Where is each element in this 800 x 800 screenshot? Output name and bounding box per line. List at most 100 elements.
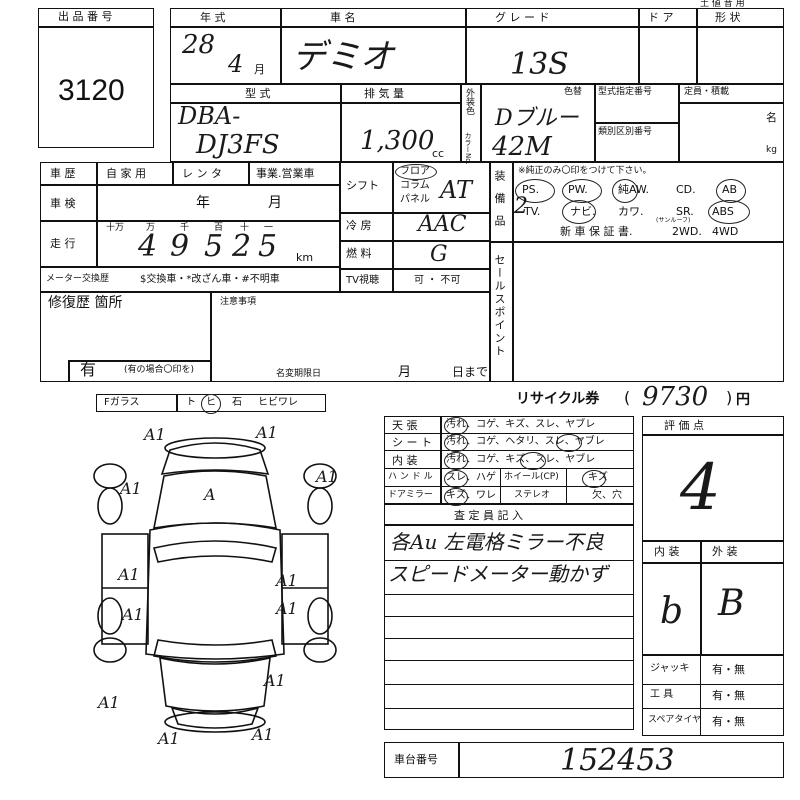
tool-value-spare: 有・無 [712,715,745,728]
equipment-box [490,162,784,242]
exterior-color-label: 外装色 [464,88,474,115]
ceiling-values: 汚れ、コゲ、キズ、スレ、ヤブレ [446,419,596,430]
rating-interior-label: 内 装 [654,545,680,558]
shift-value: AT [440,176,473,204]
glass-option: 石 [232,397,242,408]
car-name-label: 車 名 [330,11,356,24]
mileage-digit: 5 [258,229,278,264]
model-box [170,84,784,162]
tool-value-tools: 有・無 [712,689,745,702]
month-unit: 月 [254,63,265,76]
ac-value: AAC [418,212,467,237]
type-designation-label: 型式指定番号 [598,87,653,97]
lot-number-box [38,8,154,148]
interior-table [384,416,634,504]
door-label: ド ア [648,11,674,24]
tool-value-jack: 有・無 [712,663,745,676]
model-prefix: DBA- [178,102,241,130]
history-box [40,162,340,292]
interior-label: 内 装 [392,454,418,467]
chassis-label: 車台番号 [394,753,438,766]
shift-option-column: コラム [400,180,430,191]
model-code: DJ3FS [196,130,280,160]
shift-label: シフト [346,179,379,192]
repair-note: (有の場合〇印を) [124,365,195,375]
repair-label: 修復歴 箇所 [48,295,123,311]
diagram-mark: A1 [116,565,140,584]
rating-score: 4 [680,451,721,525]
displacement-value: 1,300 [360,126,435,156]
kg-unit: kg [766,145,777,155]
rating-exterior-label: 外 装 [712,545,738,558]
history-label: 車 歴 [50,167,76,180]
inspector-box [384,504,634,730]
rating-label: 評 価 点 [664,419,704,432]
rating-interior: b [660,591,684,632]
grade-value: 13S [510,47,569,82]
inspection-month-unit: 月 [268,195,282,211]
equip-warranty: 新 車 保 証 書. [560,225,633,238]
equip-2wd: 2WD. [672,225,702,238]
shift-option-panel: パネル [400,194,430,205]
door-mirror-label: ドアミラー [388,490,433,500]
diagram-mark: A1 [250,725,274,744]
car-name: デミオ [292,37,394,77]
displacement-label: 排 気 量 [364,87,404,100]
digit-unit-1: 一 [264,223,274,233]
equipment-label: 装 備 品 [493,170,506,230]
sales-point-label: セールスポイント [493,254,506,358]
equip-tv: TV. [524,205,541,218]
diagram-mark: A1 [274,571,298,590]
diagram-mark: A1 [254,423,278,442]
diagram-mark: A1 [118,479,142,498]
color-value: Dブルー [495,106,579,131]
rating-exterior: B [718,583,745,624]
mileage-label: 走 行 [50,237,76,250]
caution-label: 注意事項 [220,297,257,307]
meter-exchange-options: $交換車・*改ざん車・#不明車 [140,274,280,285]
color-no-label: カラーNo. [464,132,472,165]
equip-drive-mark: 2 [514,194,528,219]
header-box [170,8,784,84]
sales-point-box [490,242,784,382]
meter-exchange-label: メーター交換歴 [46,274,110,284]
tool-label-jack: ジャッキ [650,663,690,674]
grade-label: グ レ ー ド [495,11,550,24]
diagram-mark: A [202,485,216,504]
tool-label-spare: スペアタイヤ [648,715,702,725]
fuel-value: G [430,242,448,267]
front-glass-label: Fガラス [104,397,140,408]
recycle-label: リサイクル券 [516,391,600,407]
diagram-mark: A1 [142,425,166,444]
shape-label: 形 状 [715,11,741,24]
persons-unit: 名 [766,111,777,124]
seat-label: シ ー ト [392,436,432,449]
name-change-deadline-label: 名変期限日 [276,369,322,379]
history-option-business: 事業.営業車 [256,167,315,180]
door-mirror-values: キズ、ワレ [446,490,496,501]
repaint-label: 色替 [564,87,583,97]
history-option-private: 自 家 用 [106,167,146,180]
mileage-km: km [296,251,314,264]
shift-box [340,162,490,292]
model-label: 型 式 [245,87,271,100]
diagram-mark: A1 [274,599,298,618]
chassis-box [384,742,784,778]
capacity-label: 定員・積載 [684,87,730,97]
equipment-note: ※純正のみ〇印をつけて下さい。 [518,166,652,176]
year-label: 年 式 [200,11,226,24]
equip-leather: カワ. [618,205,644,218]
tv-label: TV視聴 [346,275,379,286]
header-top-right: 土 値 昔 用 [700,0,745,9]
color-code: 42M [492,132,552,162]
fuel-label: 燃 料 [346,247,372,260]
ceiling-label: 天 張 [392,419,418,432]
diagram-mark: A1 [156,729,180,748]
tool-label-tools: 工 具 [650,689,674,700]
ac-label: 冷 房 [346,219,372,232]
digit-unit-100k: 十万 [106,223,125,233]
inspector-note-1: 各Au 左電格ミラー不良 [390,530,604,554]
stereo-value: 欠、穴 [592,490,622,501]
mileage-digit: 9 [170,229,190,264]
recycle-unit: 円 [736,392,750,408]
